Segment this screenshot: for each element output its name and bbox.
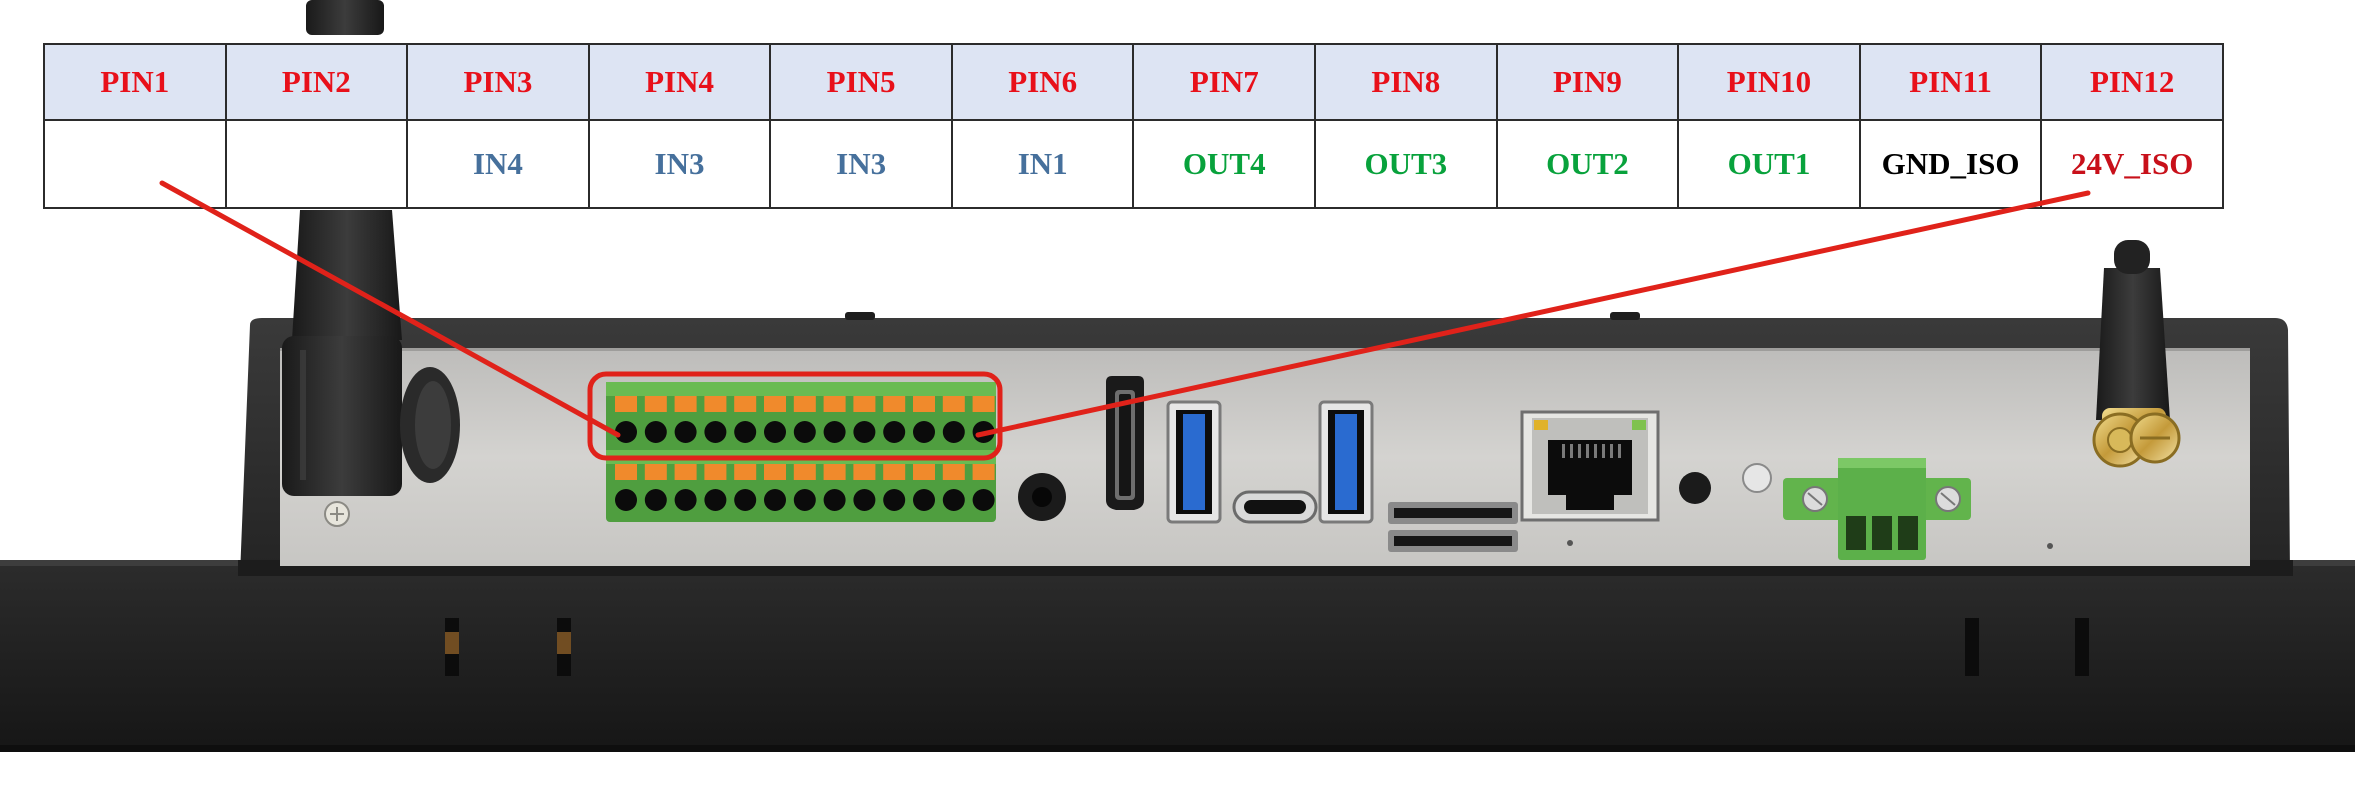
pin-signal-row: IN4 IN3 IN3 IN1 OUT4 OUT3 OUT2 OUT1 GND_… <box>43 119 2224 209</box>
pin-signal: OUT2 <box>1495 119 1680 209</box>
terminal-wire-hole <box>823 489 846 511</box>
terminal-wire-hole <box>674 489 697 511</box>
usb-port-icon <box>1318 400 1374 524</box>
terminal-release-tab <box>793 464 816 480</box>
terminal-release-tab <box>674 464 697 480</box>
terminal-release-tab <box>615 464 637 480</box>
terminal-release-tab <box>674 396 697 412</box>
pin-header: PIN4 <box>587 43 772 121</box>
terminal-release-tab <box>942 464 965 480</box>
terminal-release-tab <box>644 396 667 412</box>
terminal-block-icon <box>606 382 996 522</box>
terminal-wire-hole <box>615 489 637 511</box>
pin-signal: OUT3 <box>1314 119 1498 209</box>
sma-connector-icon <box>2092 240 2181 468</box>
terminal-release-tab <box>644 464 667 480</box>
pin-header: PIN2 <box>224 43 409 121</box>
terminal-release-tab <box>764 396 786 412</box>
terminal-release-tab <box>942 396 965 412</box>
pin-signal: OUT4 <box>1132 119 1317 209</box>
terminal-wire-hole <box>942 421 965 443</box>
pin-signal: 24V_ISO <box>2040 119 2224 209</box>
terminal-wire-hole <box>615 421 637 443</box>
terminal-wire-hole <box>883 421 906 443</box>
terminal-wire-hole <box>704 489 727 511</box>
pin-signal <box>43 119 227 209</box>
usb-port-icon <box>1166 400 1222 524</box>
pin-header: PIN9 <box>1495 43 1680 121</box>
usb-c-port-icon <box>1232 490 1318 524</box>
terminal-wire-hole <box>793 489 816 511</box>
terminal-release-tab <box>972 396 995 412</box>
io-panel <box>280 348 2250 566</box>
terminal-release-tab <box>704 396 727 412</box>
terminal-release-tab <box>793 396 816 412</box>
terminal-release-tab <box>734 464 757 480</box>
pin-header: PIN8 <box>1314 43 1498 121</box>
terminal-release-tab <box>615 396 637 412</box>
terminal-release-tab <box>972 464 995 480</box>
terminal-wire-hole <box>823 421 846 443</box>
pin-header: PIN5 <box>769 43 953 121</box>
terminal-release-tab <box>913 396 935 412</box>
terminal-release-tab <box>764 464 786 480</box>
terminal-release-tab <box>704 464 727 480</box>
terminal-release-tab <box>823 464 846 480</box>
terminal-wire-hole <box>704 421 727 443</box>
terminal-wire-hole <box>942 489 965 511</box>
terminal-wire-hole <box>644 489 667 511</box>
terminal-wire-hole <box>853 421 876 443</box>
pin-header: PIN12 <box>2040 43 2224 121</box>
terminal-wire-hole <box>764 421 786 443</box>
pin-header: PIN3 <box>406 43 590 121</box>
terminal-wire-hole <box>972 489 995 511</box>
hdmi-port-icon <box>1106 376 1144 510</box>
terminal-wire-hole <box>644 421 667 443</box>
pin-signal: GND_ISO <box>1858 119 2043 209</box>
terminal-wire-hole <box>913 421 935 443</box>
pin-signal: IN1 <box>950 119 1135 209</box>
terminal-release-tab <box>734 396 757 412</box>
chassis-bottom <box>0 560 2355 752</box>
pin-signal <box>224 119 409 209</box>
terminal-wire-hole <box>883 489 906 511</box>
pin-signal: IN3 <box>769 119 953 209</box>
terminal-wire-hole <box>764 489 786 511</box>
terminal-wire-hole <box>972 421 995 443</box>
pin-header: PIN6 <box>950 43 1135 121</box>
reset-button-icon <box>1679 472 1711 504</box>
terminal-release-tab <box>883 464 906 480</box>
pin-header: PIN7 <box>1132 43 1317 121</box>
pin-table: PIN1 PIN2 PIN3 PIN4 PIN5 PIN6 PIN7 PIN8 … <box>43 43 2224 209</box>
power-connector-icon <box>1783 458 1971 560</box>
ethernet-port-icon <box>1520 410 1660 522</box>
pin-header: PIN11 <box>1858 43 2043 121</box>
pin-signal: IN4 <box>406 119 590 209</box>
pin-header: PIN10 <box>1677 43 1861 121</box>
pin-header: PIN1 <box>43 43 227 121</box>
audio-jack-icon <box>1018 473 1066 521</box>
terminal-wire-hole <box>734 489 757 511</box>
pin-signal: IN3 <box>587 119 772 209</box>
led-indicator-icon <box>1742 463 1772 493</box>
terminal-release-tab <box>913 464 935 480</box>
terminal-wire-hole <box>913 489 935 511</box>
pin-header-row: PIN1 PIN2 PIN3 PIN4 PIN5 PIN6 PIN7 PIN8 … <box>43 43 2224 121</box>
terminal-wire-hole <box>674 421 697 443</box>
terminal-wire-hole <box>793 421 816 443</box>
terminal-wire-hole <box>734 421 757 443</box>
terminal-release-tab <box>883 396 906 412</box>
sd-card-slot-icon <box>1388 502 1518 552</box>
terminal-release-tab <box>853 396 876 412</box>
terminal-release-tab <box>823 396 846 412</box>
terminal-wire-hole <box>853 489 876 511</box>
pin-signal: OUT1 <box>1677 119 1861 209</box>
terminal-release-tab <box>853 464 876 480</box>
